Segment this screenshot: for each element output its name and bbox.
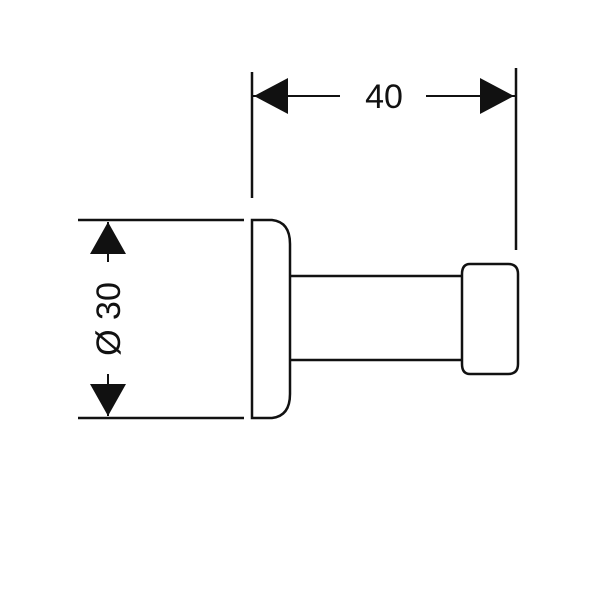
hook-cap [460,262,520,376]
diameter-label: Ø 30 [90,282,128,356]
diameter-arrow-top [90,222,126,254]
width-label: 40 [365,78,403,116]
diameter-dimension: Ø 30 [78,218,244,420]
diameter-arrow-bottom [90,384,126,416]
width-dimension: 40 [250,68,518,250]
width-arrow-right [480,78,514,114]
wall-rosette [250,218,292,420]
hook-part [250,218,520,420]
width-arrow-left [254,78,288,114]
